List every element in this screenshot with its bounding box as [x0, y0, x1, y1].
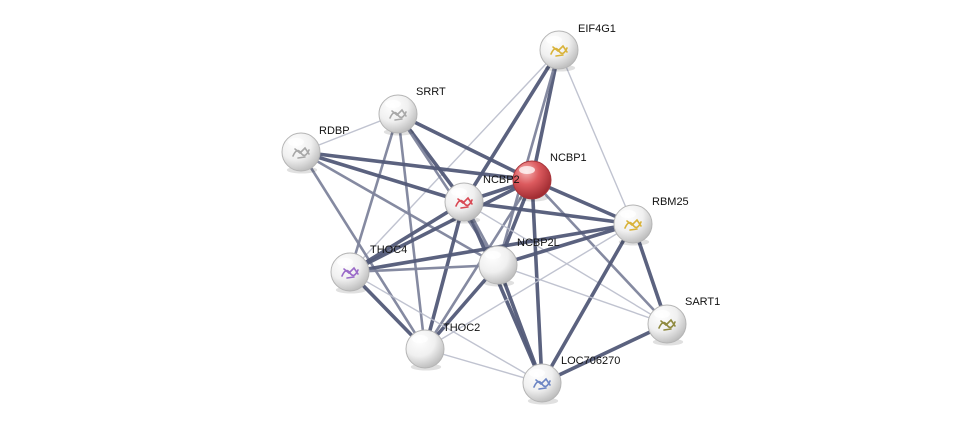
node-label: NCBP1	[550, 152, 587, 164]
edge-ncbp1-thoc4[interactable]	[348, 178, 534, 274]
structure-icon	[624, 218, 642, 231]
node-label: RBM25	[652, 196, 689, 208]
edge-rdbp-thoc2[interactable]	[299, 150, 427, 351]
node-highlight	[654, 310, 670, 318]
node-highlight	[412, 335, 428, 343]
node-ncbp1[interactable]: NCBP1	[512, 152, 587, 202]
node-sart1[interactable]: SART1	[647, 296, 720, 346]
node-label: NCBP2	[483, 174, 520, 186]
structure-icon	[341, 266, 359, 279]
edge-ncbp1-sart1[interactable]	[530, 178, 669, 326]
structure-icon	[658, 318, 676, 331]
edge-ncbp1-eif4g1[interactable]	[530, 48, 561, 182]
structure-icon	[550, 44, 568, 57]
edge-rdbp-ncbp1[interactable]	[299, 150, 534, 182]
node-label: SRRT	[416, 86, 446, 98]
edge-rbm25-ncbp2l[interactable]	[496, 222, 635, 267]
edge-srrt-ncbp1[interactable]	[396, 112, 534, 182]
node-rdbp[interactable]: RDBP	[281, 125, 350, 174]
node-label: THOC2	[443, 322, 480, 334]
edges-layer	[299, 48, 669, 385]
edge-thoc4-loc706270[interactable]	[349, 271, 543, 384]
edge-rbm25-loc706270[interactable]	[540, 222, 635, 385]
node-highlight	[385, 100, 401, 108]
edge-ncbp2-thoc2[interactable]	[423, 200, 466, 351]
edge-thoc4-eif4g1[interactable]	[349, 49, 560, 273]
edge-rbm25-eif4g1[interactable]	[558, 49, 634, 225]
edge-rbm25-thoc2[interactable]	[424, 223, 634, 350]
node-label: EIF4G1	[578, 23, 616, 35]
node-sphere[interactable]	[478, 245, 518, 285]
edge-ncbp2l-loc706270[interactable]	[496, 263, 544, 385]
node-highlight	[529, 369, 545, 377]
node-label: SART1	[685, 296, 720, 308]
node-rbm25[interactable]: RBM25	[613, 196, 689, 246]
node-label: NCBP2L	[517, 237, 560, 249]
node-highlight	[546, 36, 562, 44]
node-eif4g1[interactable]: EIF4G1	[539, 23, 616, 72]
edge-ncbp2-sart1[interactable]	[463, 201, 668, 325]
edge-ncbp2l-thoc4[interactable]	[348, 263, 500, 274]
node-label: RDBP	[319, 125, 350, 137]
node-ncbp2[interactable]: NCBP2	[444, 174, 520, 224]
node-label: THOC4	[370, 244, 407, 256]
edge-ncbp2l-sart1[interactable]	[497, 264, 668, 325]
edge-rdbp-ncbp2l[interactable]	[299, 150, 500, 267]
edge-rdbp-ncbp2[interactable]	[299, 150, 466, 204]
edge-sart1-loc706270[interactable]	[540, 322, 669, 385]
node-highlight	[451, 188, 467, 196]
structure-icon	[455, 196, 473, 209]
node-highlight	[288, 138, 304, 146]
structure-icon	[292, 146, 310, 159]
edge-thoc2-loc706270[interactable]	[424, 348, 543, 384]
node-label: LOC706270	[561, 355, 620, 367]
node-loc706270[interactable]: LOC706270	[522, 355, 620, 405]
node-highlight	[620, 210, 636, 218]
node-highlight	[485, 251, 501, 259]
node-ncbp2l[interactable]: NCBP2L	[478, 237, 560, 287]
structure-icon	[533, 377, 551, 390]
node-sphere[interactable]	[405, 329, 445, 369]
edge-ncbp2-rbm25[interactable]	[462, 200, 635, 226]
node-thoc2[interactable]: THOC2	[405, 322, 480, 371]
node-highlight	[519, 166, 535, 174]
edge-ncbp2-thoc4[interactable]	[348, 200, 466, 274]
node-highlight	[337, 258, 353, 266]
edge-srrt-thoc2[interactable]	[396, 112, 427, 351]
edge-ncbp2-eif4g1[interactable]	[462, 48, 561, 204]
node-thoc4[interactable]: THOC4	[330, 244, 407, 294]
structure-icon	[389, 108, 407, 121]
node-srrt[interactable]: SRRT	[378, 86, 446, 136]
